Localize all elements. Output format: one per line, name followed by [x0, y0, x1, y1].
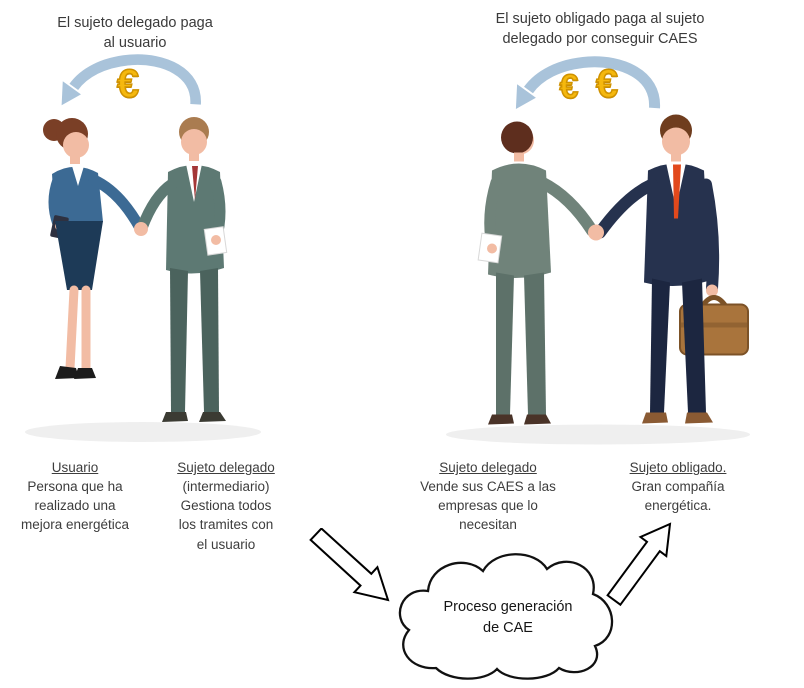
handshake-illustration-left: [25, 117, 261, 442]
ground-shadow: [446, 424, 750, 445]
label-sujeto-delegado-der-desc: Vende sus CAES a las empresas que lo nec…: [420, 479, 556, 533]
cloud-shape: [398, 553, 614, 680]
payment-arrow-left-icon: [61, 54, 201, 106]
orange-tie: [673, 164, 681, 219]
woman-usuario-figure: [43, 118, 146, 379]
label-usuario: Usuario Persona que ha realizado una mej…: [0, 458, 154, 535]
handshake-hands: [588, 224, 604, 241]
payment-arrow-right-icon: [515, 56, 661, 109]
cloud-label: Proceso generación de CAE: [443, 599, 573, 637]
label-sujeto-obligado-desc: Gran compañía energética.: [631, 479, 725, 514]
label-sujeto-delegado-izq: Sujeto delegado (intermediario) Gestiona…: [150, 458, 302, 554]
label-sujeto-delegado-izq-title: Sujeto delegado: [177, 460, 275, 475]
label-sujeto-obligado-title: Sujeto obligado.: [629, 460, 727, 475]
ground-shadow: [25, 422, 261, 442]
red-tie: [192, 166, 198, 200]
euro-icon: €: [116, 62, 140, 106]
right-payment-caption: El sujeto obligado paga al sujeto delega…: [495, 11, 705, 48]
handshake-illustration-right: [446, 114, 750, 445]
left-payment-caption: El sujeto delegado paga al usuario: [57, 15, 213, 52]
label-sujeto-delegado-der: Sujeto delegado Vende sus CAES a las emp…: [398, 458, 578, 535]
man-sujeto-delegado-back-figure: [477, 121, 598, 425]
euro-icon: €: [559, 68, 579, 106]
label-sujeto-delegado-izq-desc: (intermediario) Gestiona todos los trami…: [178, 479, 274, 552]
man-sujeto-delegado-figure: [134, 117, 228, 422]
euro-icon: €: [595, 62, 619, 106]
label-usuario-title: Usuario: [51, 460, 99, 475]
arrow-to-cloud-icon: [309, 528, 390, 602]
label-usuario-desc: Persona que ha realizado una mejora ener…: [20, 479, 130, 533]
arrow-from-cloud-icon: [606, 522, 672, 607]
label-sujeto-delegado-der-title: Sujeto delegado: [439, 460, 537, 475]
label-sujeto-obligado: Sujeto obligado. Gran compañía energétic…: [590, 458, 766, 515]
man-sujeto-obligado-figure: [588, 114, 749, 424]
handshake-hands: [134, 222, 148, 236]
